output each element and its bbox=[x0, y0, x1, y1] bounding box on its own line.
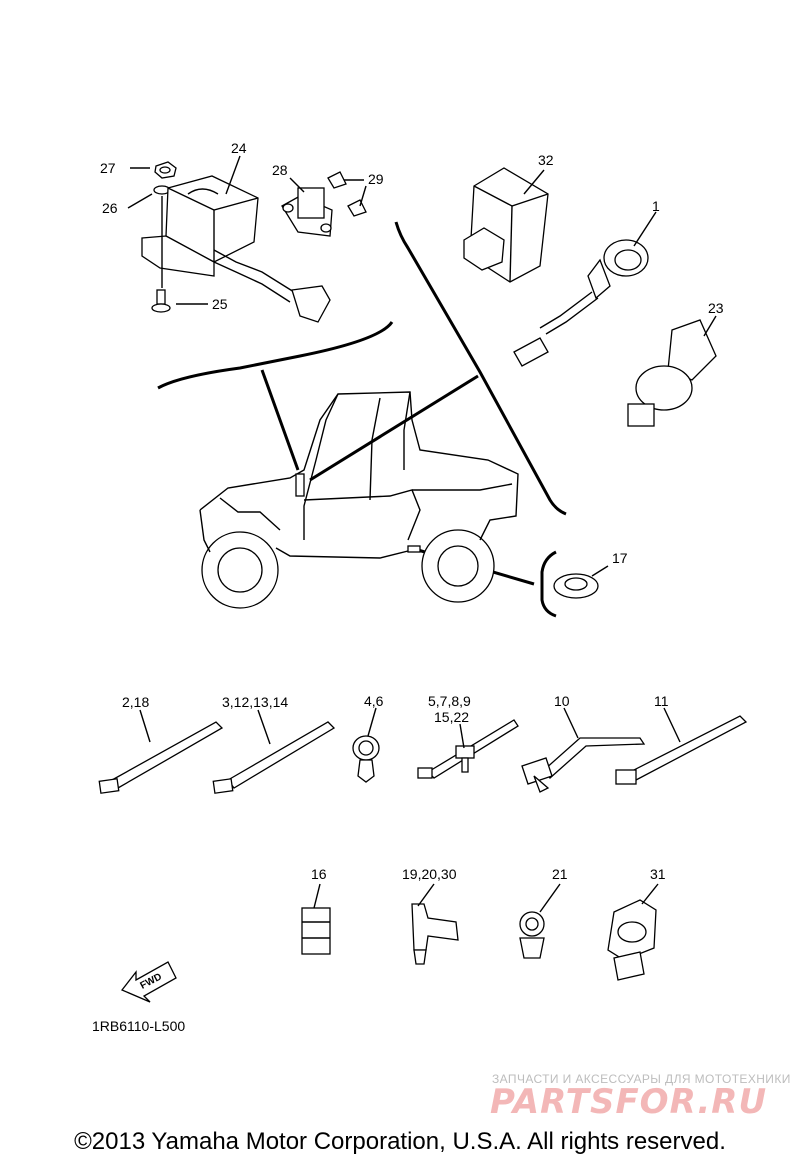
vehicle bbox=[199, 391, 519, 609]
label-part-15-22: 15,22 bbox=[434, 709, 470, 725]
label-part-27: 27 bbox=[100, 160, 116, 176]
label-part-25: 25 bbox=[212, 296, 228, 312]
label-part-31: 31 bbox=[650, 866, 666, 882]
part-27-nut bbox=[154, 161, 177, 179]
part-32-switch bbox=[463, 167, 549, 283]
part-4-6-clamp bbox=[352, 735, 380, 783]
label-part-26: 26 bbox=[102, 200, 118, 216]
fwd-arrow-icon bbox=[120, 961, 177, 1003]
label-part-16: 16 bbox=[311, 866, 327, 882]
part-10-tie bbox=[521, 737, 646, 793]
label-part-5-7-8-9: 5,7,8,9 bbox=[428, 693, 471, 709]
part-24-relay bbox=[141, 175, 331, 323]
label-part-4-6: 4,6 bbox=[364, 693, 384, 709]
diagram-code: 1RB6110-L500 bbox=[92, 1018, 186, 1034]
label-part-29: 29 bbox=[368, 171, 384, 187]
watermark-tagline: ЗАПЧАСТИ И АКСЕССУАРЫ ДЛЯ МОТОТЕХНИКИ bbox=[492, 1072, 791, 1086]
part-16-clip bbox=[301, 907, 331, 955]
part-17-grommet bbox=[553, 573, 599, 599]
part-29-screws bbox=[327, 171, 367, 217]
part-1-socket bbox=[513, 239, 649, 367]
label-part-1: 1 bbox=[652, 198, 660, 214]
part-3-12-13-14-cable-tie bbox=[212, 721, 336, 794]
part-31-clamp bbox=[607, 899, 657, 981]
part-11-tie bbox=[615, 715, 748, 785]
label-part-32: 32 bbox=[538, 152, 554, 168]
leader-lines bbox=[127, 155, 717, 913]
watermark-logo: PARTSFOR.RU bbox=[490, 1082, 768, 1122]
label-part-3-12-13-14: 3,12,13,14 bbox=[222, 694, 289, 710]
part-25-bolt bbox=[151, 289, 171, 313]
part-21-clip bbox=[519, 911, 545, 959]
label-part-23: 23 bbox=[708, 300, 724, 316]
label-part-2-18: 2,18 bbox=[122, 694, 150, 710]
part-5-7-8-9-15-22-tie bbox=[417, 719, 519, 779]
callout-right-bracket bbox=[394, 221, 567, 516]
part-28-sensor bbox=[281, 187, 333, 237]
part-23-switch bbox=[627, 319, 717, 427]
label-part-19-20-30: 19,20,30 bbox=[402, 866, 457, 882]
callout-left-bracket bbox=[157, 321, 394, 390]
label-part-21: 21 bbox=[552, 866, 568, 882]
copyright-notice: ©2013 Yamaha Motor Corporation, U.S.A. A… bbox=[74, 1128, 726, 1155]
label-part-17: 17 bbox=[612, 550, 628, 566]
part-19-20-30-clip bbox=[411, 903, 459, 965]
label-part-10: 10 bbox=[554, 693, 570, 709]
label-part-11: 11 bbox=[654, 693, 669, 709]
label-part-28: 28 bbox=[272, 162, 288, 178]
callout-17-bracket bbox=[540, 550, 557, 618]
part-2-18-cable-tie bbox=[98, 721, 224, 794]
label-part-24: 24 bbox=[231, 140, 247, 156]
